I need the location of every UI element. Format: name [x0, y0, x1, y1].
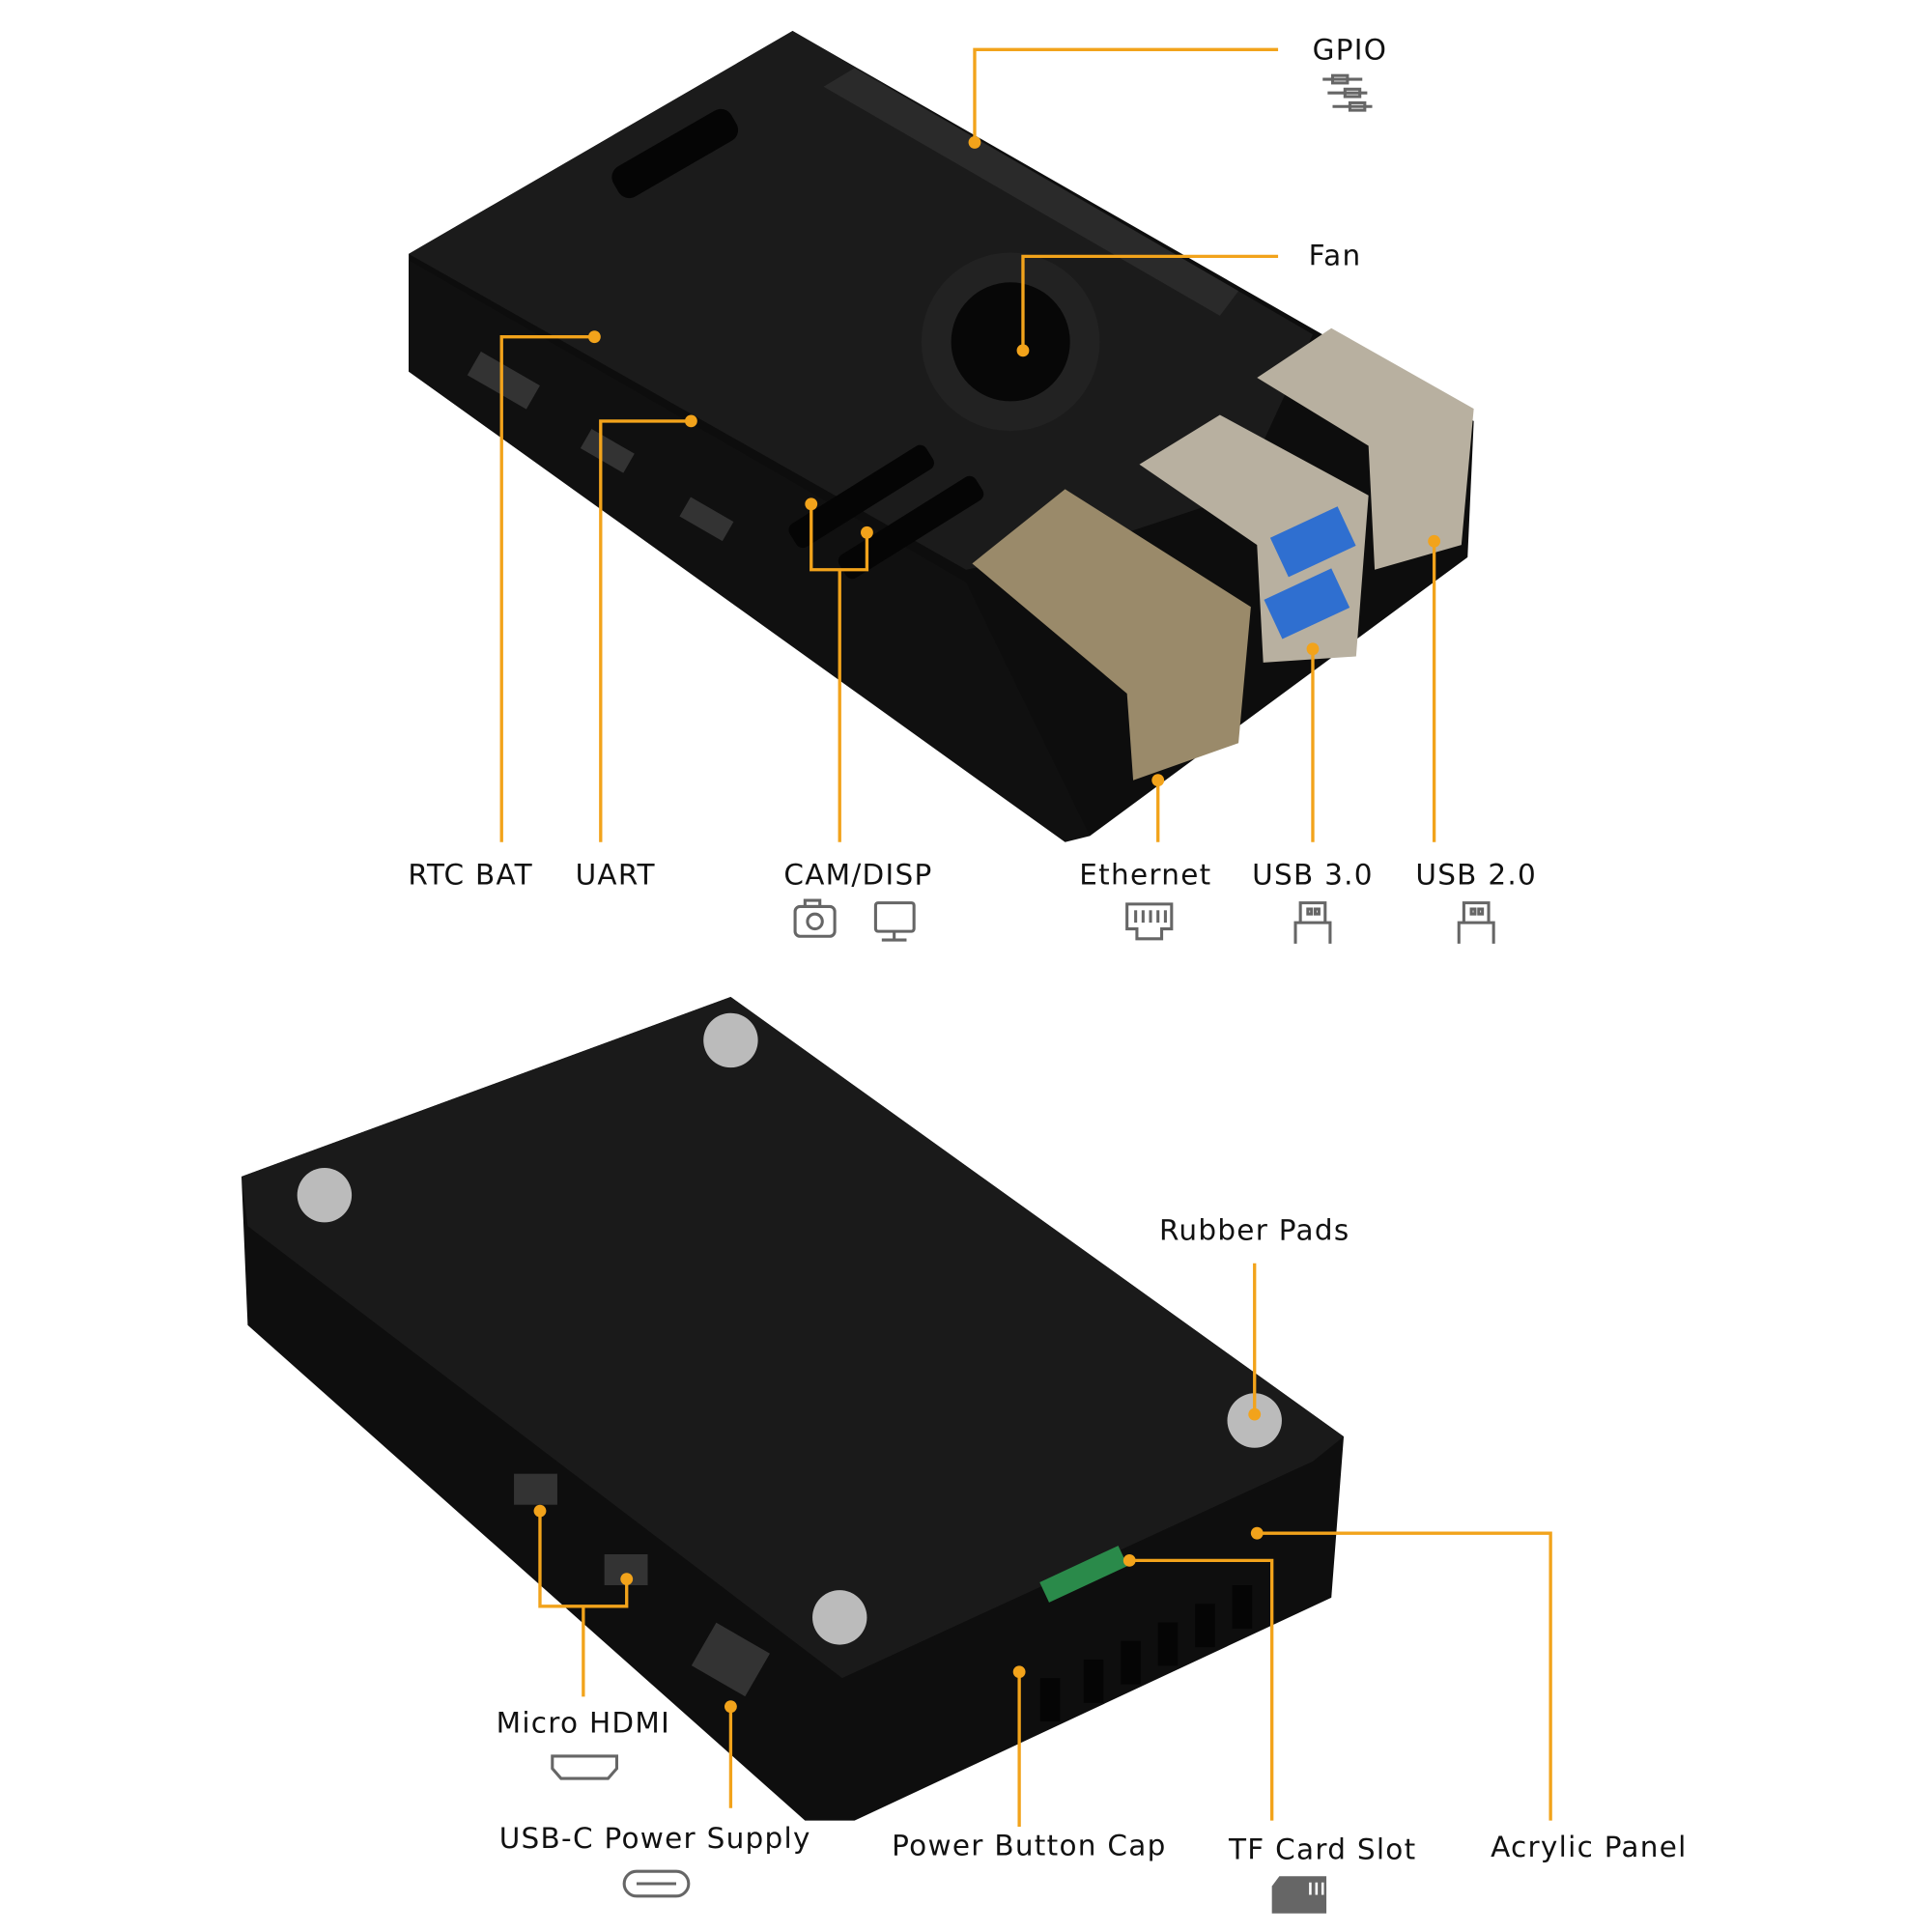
- ethernet-icon: [1125, 902, 1174, 941]
- ethernet-port: [972, 489, 1251, 781]
- rubber-pad: [297, 1167, 353, 1223]
- label-usb2: USB 2.0: [1415, 858, 1537, 891]
- label-rtc-bat: RTC BAT: [408, 858, 533, 891]
- sd-card: [1039, 1546, 1128, 1603]
- monitor-icon: [873, 901, 916, 942]
- top-case: [409, 31, 1474, 842]
- label-usb3: USB 3.0: [1252, 858, 1374, 891]
- label-tf-card: TF Card Slot: [1228, 1833, 1417, 1865]
- label-power-button: Power Button Cap: [892, 1830, 1166, 1862]
- camera-icon: [793, 898, 837, 938]
- sd-card-icon: [1271, 1876, 1327, 1914]
- label-gpio: GPIO: [1313, 34, 1388, 67]
- usb-icon: [1457, 901, 1495, 944]
- label-cam-disp: CAM/DISP: [783, 858, 932, 891]
- hdmi-icon: [551, 1754, 618, 1780]
- rubber-pad: [703, 1012, 758, 1068]
- usb-icon: [1293, 901, 1332, 944]
- usb-c-icon: [622, 1869, 691, 1898]
- label-fan: Fan: [1309, 239, 1362, 271]
- usb2-port: [1257, 327, 1474, 570]
- label-ethernet: Ethernet: [1079, 858, 1211, 891]
- label-rubber-pads: Rubber Pads: [1159, 1213, 1350, 1246]
- label-uart: UART: [576, 858, 656, 891]
- label-acrylic-panel: Acrylic Panel: [1491, 1831, 1688, 1863]
- gpio-header: [823, 68, 1239, 316]
- rubber-pad: [812, 1590, 867, 1645]
- gpio-icon: [1322, 73, 1373, 112]
- leader-lines: [499, 47, 1552, 1828]
- label-micro-hdmi: Micro HDMI: [497, 1707, 670, 1740]
- label-usbc-power: USB-C Power Supply: [499, 1822, 811, 1855]
- bottom-case: [242, 997, 1345, 1821]
